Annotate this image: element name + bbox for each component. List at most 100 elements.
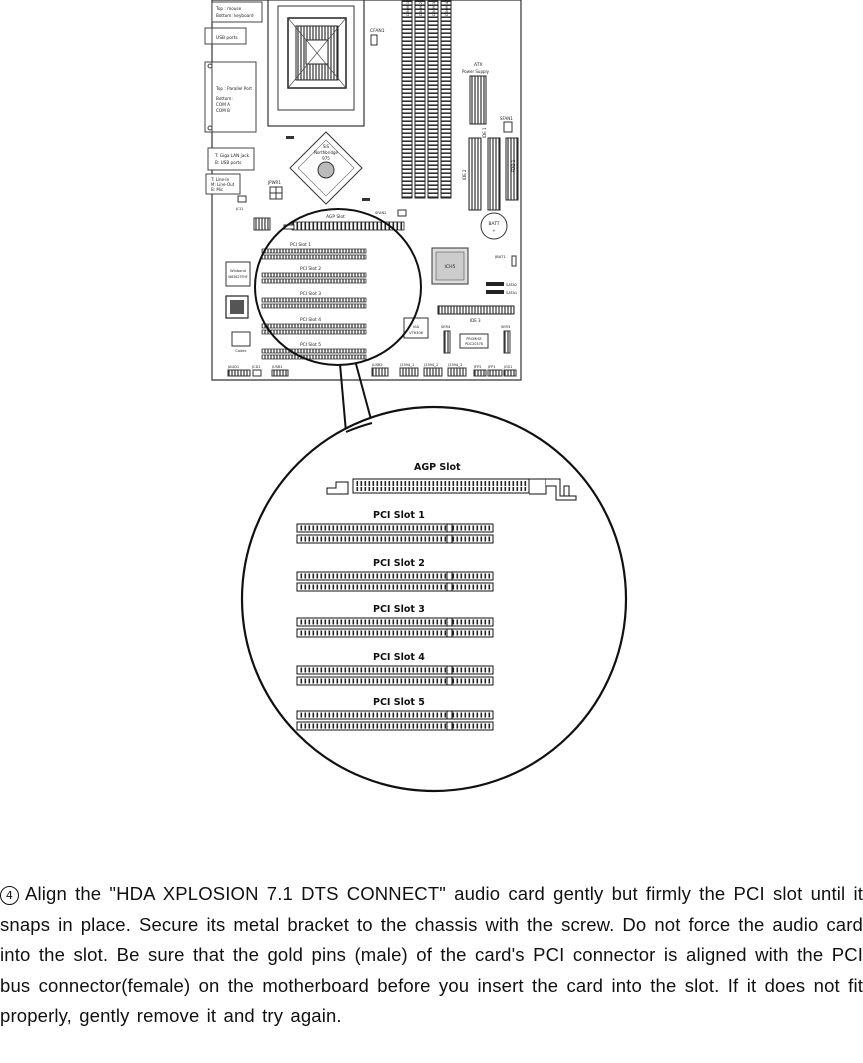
svg-text:SER3: SER3 bbox=[501, 325, 510, 329]
svg-text:PCI Slot 1: PCI Slot 1 bbox=[290, 242, 311, 248]
zoom-pci2-label: PCI Slot 2 bbox=[373, 558, 425, 569]
svg-text:VT6306: VT6306 bbox=[409, 331, 424, 335]
svg-text:JUSB2: JUSB2 bbox=[371, 363, 383, 367]
svg-text:PCI Slot 4: PCI Slot 4 bbox=[300, 317, 321, 323]
ps2-label-bottom: Bottom: keyboard bbox=[216, 13, 254, 18]
parallel-com-ports: Top : Parallel Port Bottom: COM A COM B bbox=[204, 61, 257, 133]
svg-text:PCI Slot 5: PCI Slot 5 bbox=[300, 342, 321, 348]
cmos-battery: BATT + bbox=[480, 212, 508, 240]
svg-text:PCI Slot 3: PCI Slot 3 bbox=[300, 291, 321, 297]
svg-text:M: Line-Out: M: Line-Out bbox=[211, 182, 235, 187]
svg-text:DIMM 1: DIMM 1 bbox=[405, 1, 410, 16]
jpwr-header: JPWR1 bbox=[267, 180, 283, 200]
zoom-pci5-label: PCI Slot 5 bbox=[373, 697, 425, 708]
cpu-socket bbox=[267, 0, 365, 127]
svg-text:Power Supply: Power Supply bbox=[462, 69, 490, 74]
parallel-label-top: Top : Parallel Port bbox=[215, 86, 252, 91]
svg-text:PROMISE: PROMISE bbox=[466, 337, 481, 341]
cpu-fan-header: CFAN1 bbox=[370, 28, 385, 46]
jbat-jumper: JBAT1 bbox=[494, 254, 517, 267]
svg-text:Codec: Codec bbox=[235, 349, 246, 353]
zoom-pci-slot-4 bbox=[296, 665, 494, 686]
codec-chip: Codec bbox=[231, 331, 251, 353]
svg-text:JGS1: JGS1 bbox=[503, 365, 512, 369]
svg-text:JAUD1: JAUD1 bbox=[227, 365, 239, 369]
svg-text:T: Line-In: T: Line-In bbox=[210, 177, 230, 182]
ser-headers: SER4 SER3 bbox=[441, 325, 511, 354]
svg-text:JPWR1: JPWR1 bbox=[267, 180, 281, 185]
zoom-agp-label: AGP Slot bbox=[414, 462, 461, 473]
svg-text:ICH5: ICH5 bbox=[445, 264, 456, 270]
zoom-pci4-label: PCI Slot 4 bbox=[373, 652, 425, 663]
ide3-connector: IDE 3 bbox=[437, 305, 515, 323]
promise-chip: PROMISE PDC20378 bbox=[459, 333, 489, 349]
usb-ports: USB ports bbox=[204, 27, 247, 45]
usb-label: USB ports bbox=[216, 35, 238, 41]
svg-text:JFP1: JFP1 bbox=[487, 365, 496, 369]
svg-text:IDE 3: IDE 3 bbox=[470, 318, 481, 323]
zoom-pci-slot-1 bbox=[296, 523, 494, 544]
zoom-pci3-label: PCI Slot 3 bbox=[373, 604, 425, 615]
svg-text:W83627EHF: W83627EHF bbox=[228, 275, 248, 279]
zoom-agp-slot bbox=[326, 478, 577, 501]
svg-text:PCI Slot 2: PCI Slot 2 bbox=[300, 266, 321, 272]
svg-text:975: 975 bbox=[322, 156, 330, 161]
lan-usb-jack: T: Giga LAN jack B: USB ports bbox=[207, 147, 255, 171]
svg-text:+: + bbox=[492, 228, 496, 234]
instruction-text: Align the "HDA XPLOSION 7.1 DTS CONNECT"… bbox=[0, 883, 863, 1026]
svg-text:SATA1: SATA1 bbox=[506, 291, 517, 295]
svg-text:B: Mic: B: Mic bbox=[211, 187, 223, 192]
svg-text:JFP2: JFP2 bbox=[473, 365, 482, 369]
svg-text:JUSB1: JUSB1 bbox=[271, 365, 283, 369]
svg-text:BATT: BATT bbox=[489, 221, 500, 227]
board-top-small-header: SFAN2 bbox=[375, 209, 407, 217]
zoom-pci-slot-3 bbox=[296, 617, 494, 638]
svg-text:JCD1: JCD1 bbox=[251, 365, 261, 369]
bios-chip bbox=[225, 295, 249, 319]
atx-power-connector: ATX Power Supply bbox=[462, 62, 490, 125]
svg-text:DIMM 2: DIMM 2 bbox=[418, 1, 423, 16]
svg-text:SER4: SER4 bbox=[441, 325, 451, 329]
ps2-label-top: Top : mouse bbox=[215, 6, 242, 11]
svg-text:COM A: COM A bbox=[216, 102, 230, 107]
ide-connectors: IDE 2 IDE 1 FDD 1 bbox=[462, 127, 519, 211]
zoom-pci-slot-5 bbox=[296, 710, 494, 731]
svg-text:Northbridge: Northbridge bbox=[314, 150, 339, 155]
motherboard: Top : mouse Bottom: keyboard USB ports T… bbox=[204, 0, 522, 381]
system-fan-header: SFAN1 bbox=[500, 116, 513, 133]
svg-text:SFAN2: SFAN2 bbox=[375, 211, 386, 215]
southbridge-chip: ICH5 bbox=[431, 247, 469, 285]
svg-text:DIMM 3: DIMM 3 bbox=[431, 1, 436, 16]
svg-text:SFAN1: SFAN1 bbox=[500, 116, 513, 121]
jci-header: JCI1 bbox=[235, 195, 247, 211]
board-pci-slots: PCI Slot 1 PCI Slot 2 PCI Slot 3 PCI Slo… bbox=[261, 242, 367, 360]
svg-text:ATX: ATX bbox=[474, 62, 483, 68]
northbridge-chip: SiS Northbridge 975 bbox=[289, 131, 363, 205]
super-io-chip: Winbond W83627EHF bbox=[225, 261, 251, 287]
svg-text:VIA: VIA bbox=[413, 324, 420, 329]
svg-text:T: Giga LAN jack: T: Giga LAN jack bbox=[214, 153, 250, 158]
audio-jacks: T: Line-In M: Line-Out B: Mic bbox=[205, 173, 241, 195]
zoom-pci1-label: PCI Slot 1 bbox=[373, 510, 425, 521]
svg-text:SiS: SiS bbox=[323, 144, 330, 149]
step-number-badge: 4 bbox=[0, 886, 19, 905]
svg-text:DIMM 4: DIMM 4 bbox=[444, 1, 449, 16]
motherboard-diagram: Top : mouse Bottom: keyboard USB ports T… bbox=[204, 0, 628, 793]
svg-text:J1394_2: J1394_2 bbox=[423, 363, 438, 367]
svg-text:Bottom:: Bottom: bbox=[216, 96, 233, 101]
svg-text:COM B: COM B bbox=[216, 108, 230, 113]
svg-text:J1394_3: J1394_3 bbox=[447, 363, 462, 367]
svg-text:JBAT1: JBAT1 bbox=[494, 254, 506, 259]
via-chip: VIA VT6306 bbox=[403, 317, 429, 339]
zoom-pci-slot-2 bbox=[296, 571, 494, 592]
svg-text:FDD 1: FDD 1 bbox=[511, 159, 516, 172]
svg-text:J1394_1: J1394_1 bbox=[399, 363, 414, 367]
svg-text:JCI1: JCI1 bbox=[235, 206, 244, 211]
svg-text:AGP Slot: AGP Slot bbox=[326, 214, 345, 220]
dimm-slots: DIMM 1 DIMM 2 DIMM 3 DIMM 4 bbox=[401, 0, 452, 199]
svg-text:B: USB ports: B: USB ports bbox=[215, 160, 241, 165]
sata-ports: SATA2 SATA1 bbox=[486, 282, 517, 295]
svg-text:IDE 2: IDE 2 bbox=[462, 169, 467, 180]
